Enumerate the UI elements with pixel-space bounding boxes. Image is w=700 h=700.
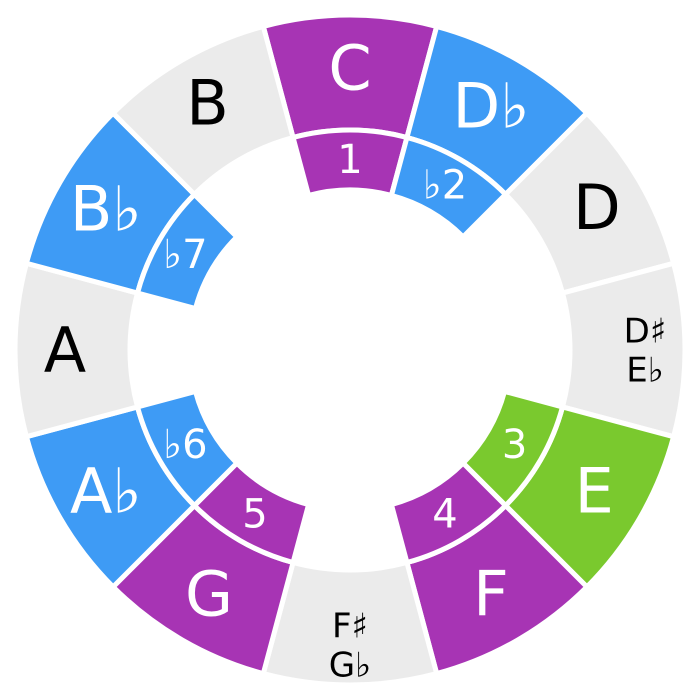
degree-label-g: 5 [242,492,267,538]
note-label-ab: A♭ [70,455,142,528]
degree-label-c: 1 [337,137,362,183]
note-label-line: D♯ [624,311,667,351]
note-label-db: D♭ [453,69,530,142]
note-label-b: B [186,67,229,140]
note-label-e: E [575,455,614,528]
degree-label-e: 3 [502,422,527,468]
note-label-d: D [573,171,621,244]
degree-label-f: 4 [432,492,457,538]
note-label-line: E♭ [626,350,664,390]
note-label-g: G [185,558,233,631]
note-label-ds: D♯E♭ [624,311,667,390]
note-label-bb: B♭ [70,173,142,246]
degree-label-ab: ♭6 [163,422,207,468]
note-label-c: C [328,32,371,105]
degree-label-bb: ♭7 [163,232,207,278]
note-label-line: F♯ [332,606,368,646]
note-label-a: A [44,314,86,387]
note-label-fs: F♯G♭ [329,606,371,685]
wheel-center [192,192,508,508]
note-label-f: F [473,558,509,631]
wheel-shapes [12,12,688,688]
degree-label-db: ♭2 [423,162,467,208]
note-label-line: G♭ [329,645,371,685]
note-segment-b [109,23,297,198]
